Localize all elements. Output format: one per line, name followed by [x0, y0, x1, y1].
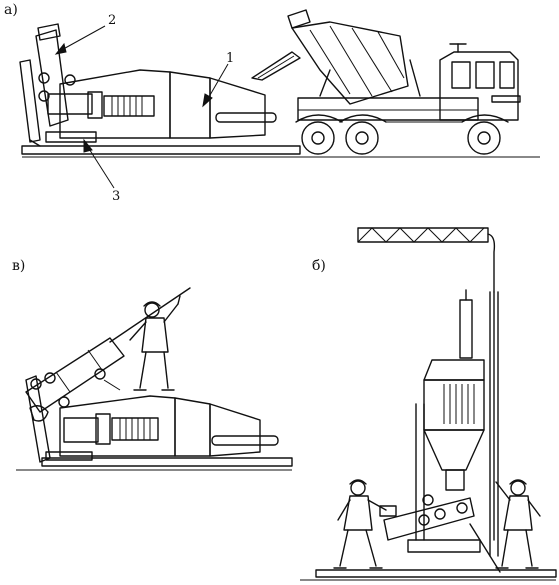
- panel-v: в): [12, 258, 292, 470]
- panel-v-ground: [16, 458, 292, 470]
- callout-2-leader: [58, 26, 105, 52]
- panel-a-mixer-truck: [252, 10, 520, 154]
- callout-1-leader: [206, 64, 228, 102]
- panel-b-pump: [380, 495, 500, 572]
- panel-a-callouts: 2 1 3: [56, 13, 234, 204]
- panel-b-silo: [416, 290, 498, 556]
- panel-b: б): [300, 228, 556, 580]
- callout-2-label: 2: [108, 13, 116, 28]
- panel-v-concrete-pump: [26, 288, 278, 462]
- panel-b-worker-left: [334, 480, 386, 568]
- callout-3-label: 3: [112, 189, 120, 204]
- callout-1-arrowhead: [203, 94, 212, 106]
- panel-a-concrete-pump: [20, 24, 276, 146]
- callout-3-arrowhead: [84, 140, 92, 152]
- callout-1-label: 1: [226, 51, 234, 66]
- panel-v-label: в): [12, 258, 25, 274]
- panel-a: а): [4, 2, 540, 204]
- panel-a-label: а): [4, 2, 18, 18]
- panel-b-ground: [300, 570, 556, 580]
- panel-v-worker: [130, 296, 180, 390]
- panel-b-worker-right: [496, 480, 540, 568]
- panel-b-crane-boom: [358, 228, 494, 540]
- callout-3-leader: [86, 144, 114, 188]
- panel-b-label: б): [312, 258, 326, 274]
- panel-a-ground: [22, 146, 540, 157]
- callout-2-arrowhead: [56, 44, 66, 54]
